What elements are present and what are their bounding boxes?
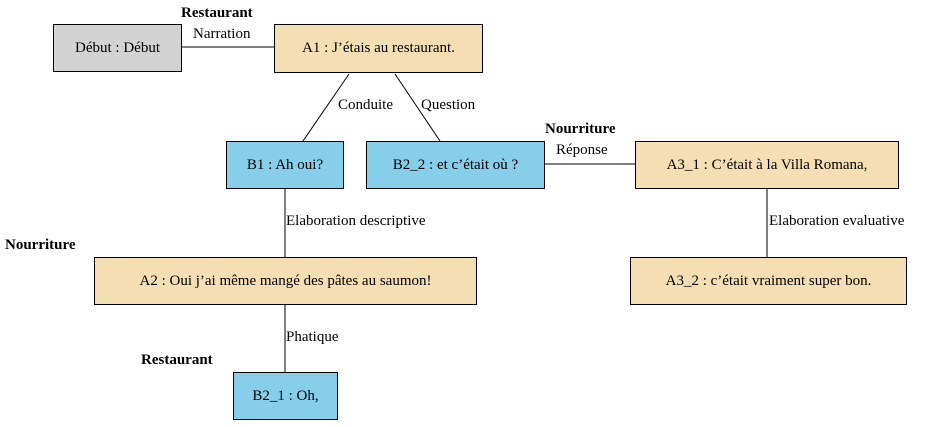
node-b2-1: B2_1 : Oh, [233,372,338,420]
relation-label-conduite: Conduite [338,97,393,113]
edge-conduite [302,73,350,142]
node-b2-2: B2_2 : et c’était où ? [366,141,545,189]
node-a3-2: A3_2 : c’était vraiment super bon. [630,257,907,305]
node-a2: A2 : Oui j’ai même mangé des pâtes au sa… [94,257,477,305]
topic-label-nourriture: Nourriture [545,121,616,137]
node-a1: A1 : J’étais au restaurant. [274,24,483,73]
relation-label-phatique: Phatique [286,329,339,345]
topic-label-restaurant: Restaurant [141,352,213,368]
node-b1: B1 : Ah oui? [226,141,344,189]
node-debut: Début : Début [53,24,182,72]
topic-label-restaurant: Restaurant [181,5,253,21]
relation-label-elaboration-descriptive: Elaboration descriptive [286,213,426,229]
relation-label-narration: Narration [193,26,251,42]
relation-label-elaboration-evaluative: Elaboration evaluative [769,213,905,229]
relation-label-question: Question [421,97,476,113]
edge-question [394,73,441,142]
relation-label-reponse: Réponse [556,142,608,158]
node-a3-1: A3_1 : C’était à la Villa Romana, [635,141,899,189]
topic-label-nourriture: Nourriture [5,237,76,253]
